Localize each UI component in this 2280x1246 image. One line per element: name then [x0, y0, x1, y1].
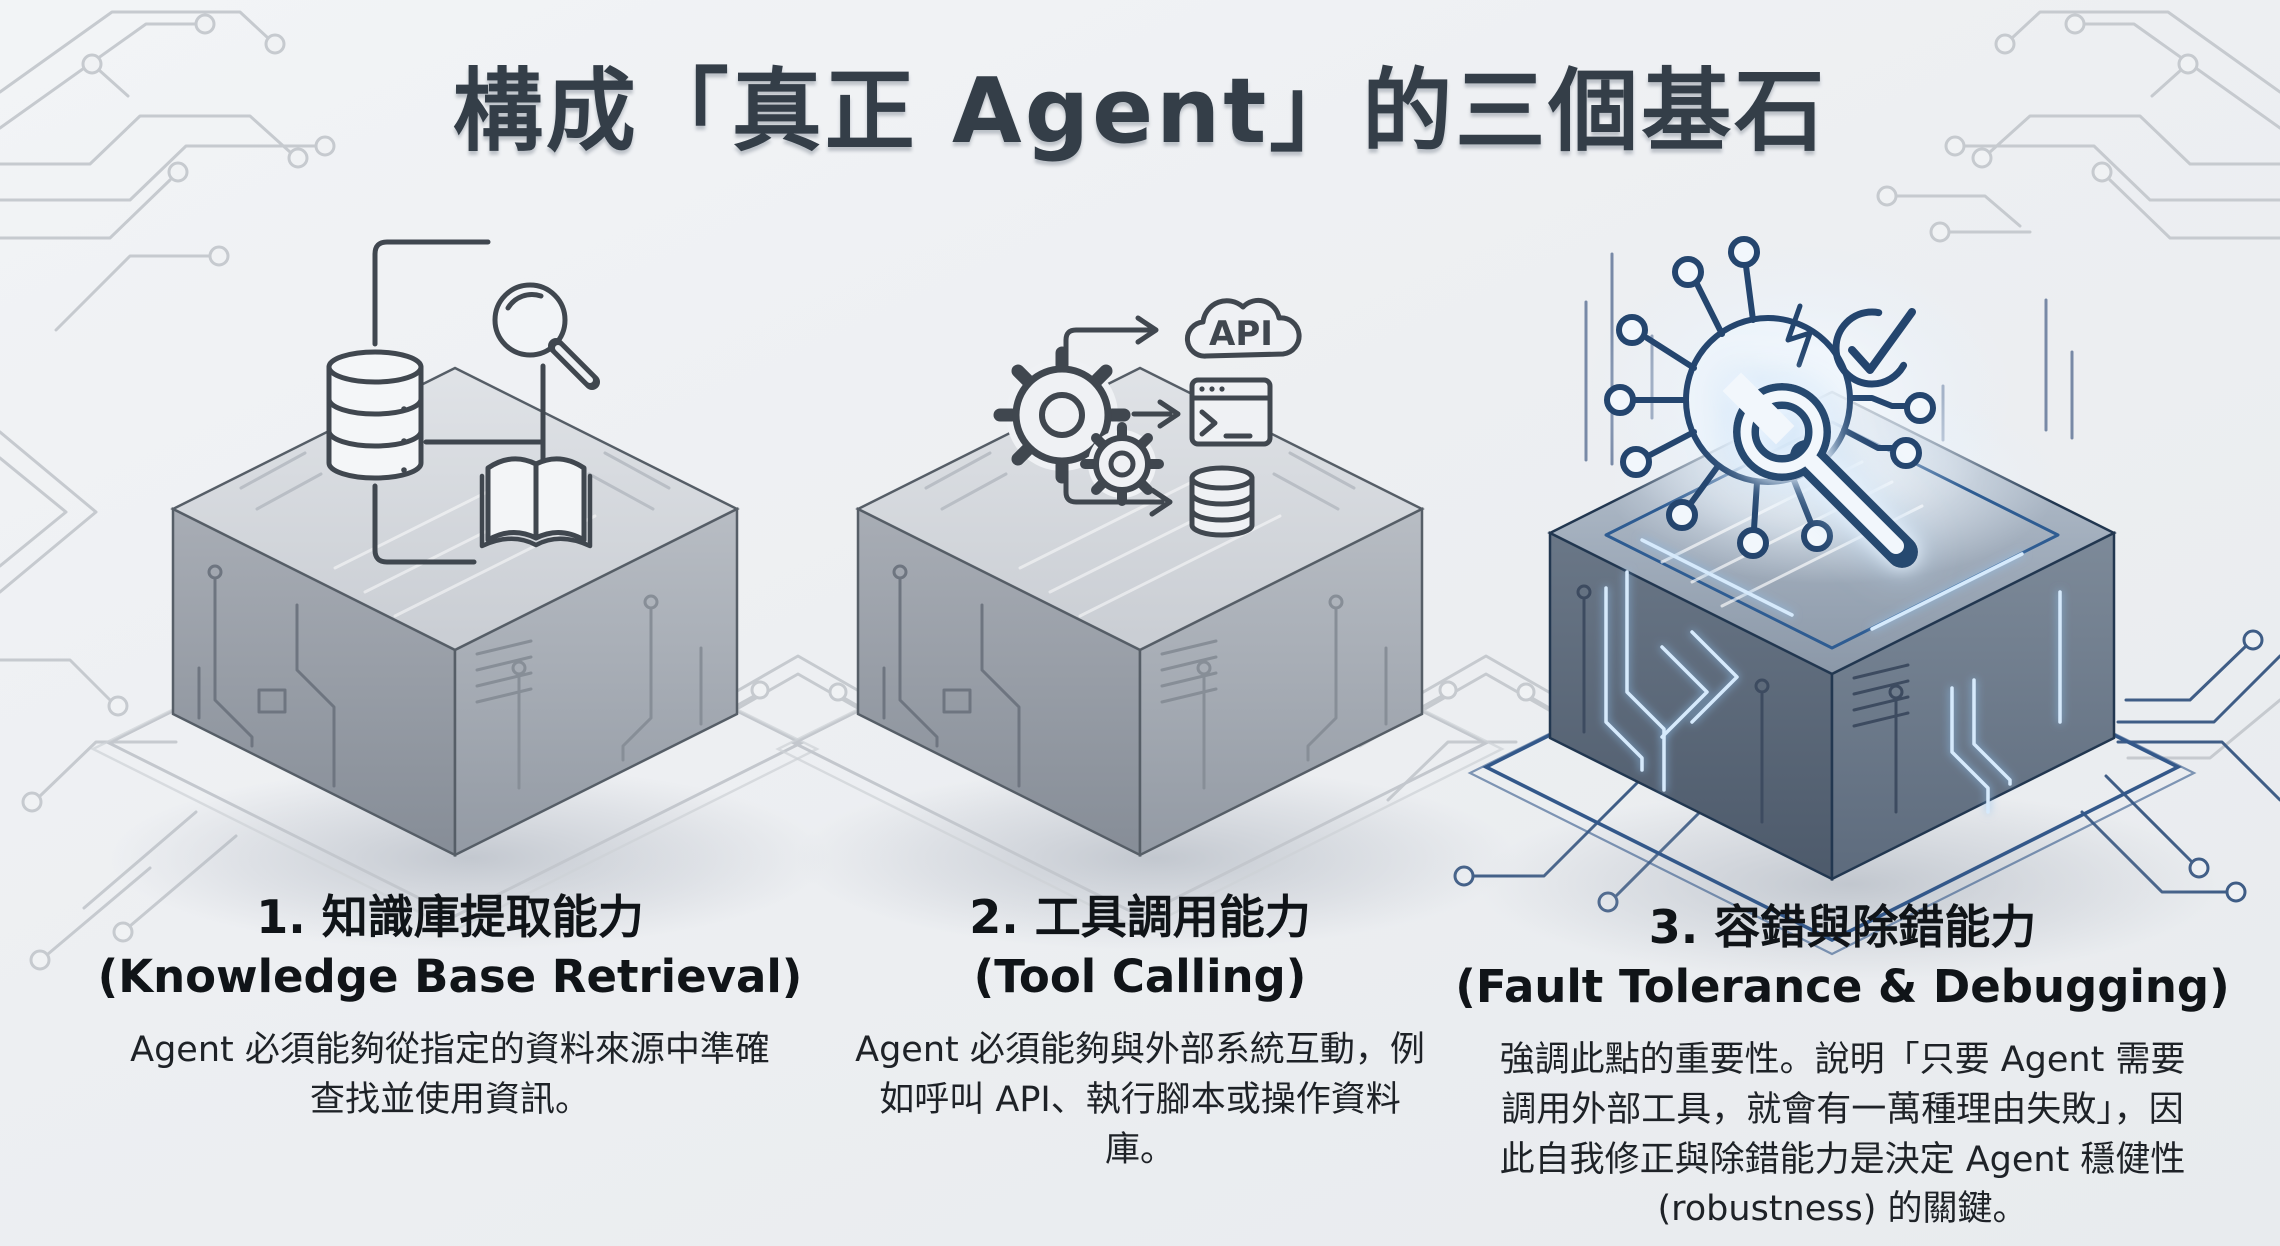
pillar-2-description: Agent 必須能夠與外部系統互動，例如呼叫 API、執行腳本或操作資料庫。 [855, 1030, 1425, 1170]
arrow-to-terminal [1131, 399, 1181, 429]
terminal-icon [1189, 377, 1273, 447]
gears-icon [993, 346, 1164, 506]
api-cloud-icon: API [1185, 297, 1302, 359]
cube-shadow [110, 766, 830, 950]
pillar-3-description: 強調此點的重要性。說明「只要 Agent 需要調用外部工具，就會有一萬種理由失敗… [1499, 1040, 2186, 1230]
background-circuit-top-right [1876, 10, 2280, 243]
arrow-to-api [1063, 315, 1159, 355]
database-icon [1189, 465, 1255, 538]
cornerstone-block-1 [90, 366, 820, 932]
magnifier-icon [492, 282, 600, 390]
wrench-icon [1722, 372, 1918, 568]
api-label: API [1209, 314, 1273, 354]
cornerstone-block-2 [775, 366, 1505, 932]
pillar-1-text: 1. 知識庫提取能力 (Knowledge Base Retrieval) Ag… [95, 888, 805, 1126]
arrow-to-database [1063, 475, 1173, 517]
check-circle-icon [1832, 308, 1916, 388]
pillar-2-heading: 2. 工具調用能力 [969, 890, 1311, 944]
pillar-1-heading: 1. 知識庫提取能力 [256, 890, 644, 944]
pillar-3-subheading: (Fault Tolerance & Debugging) [1455, 959, 2230, 1013]
icon-tool-calling: API [993, 297, 1302, 538]
cube-shadow [795, 766, 1515, 950]
pillar-2-subheading: (Tool Calling) [973, 949, 1307, 1003]
pillar-1-description: Agent 必須能夠從指定的資料來源中準確查找並使用資訊。 [130, 1030, 770, 1120]
icon-fault-tolerance [1585, 236, 2015, 568]
cube-shadow [1478, 788, 2222, 980]
icon-knowledge-retrieval [326, 239, 600, 565]
page-title: 構成「真正 Agent」的三個基石 [452, 59, 1828, 164]
pillar-1-subheading: (Knowledge Base Retrieval) [97, 949, 803, 1003]
database-icon [326, 349, 424, 481]
background-circuit-top-left [0, 10, 336, 332]
open-book-icon [479, 456, 593, 549]
pillar-3-heading: 3. 容錯與除錯能力 [1648, 900, 2037, 954]
connector-lines [372, 239, 546, 565]
pillar-3-text: 3. 容錯與除錯能力 (Fault Tolerance & Debugging)… [1455, 898, 2230, 1235]
pillar-2-text: 2. 工具調用能力 (Tool Calling) Agent 必須能夠與外部系統… [790, 888, 1490, 1175]
